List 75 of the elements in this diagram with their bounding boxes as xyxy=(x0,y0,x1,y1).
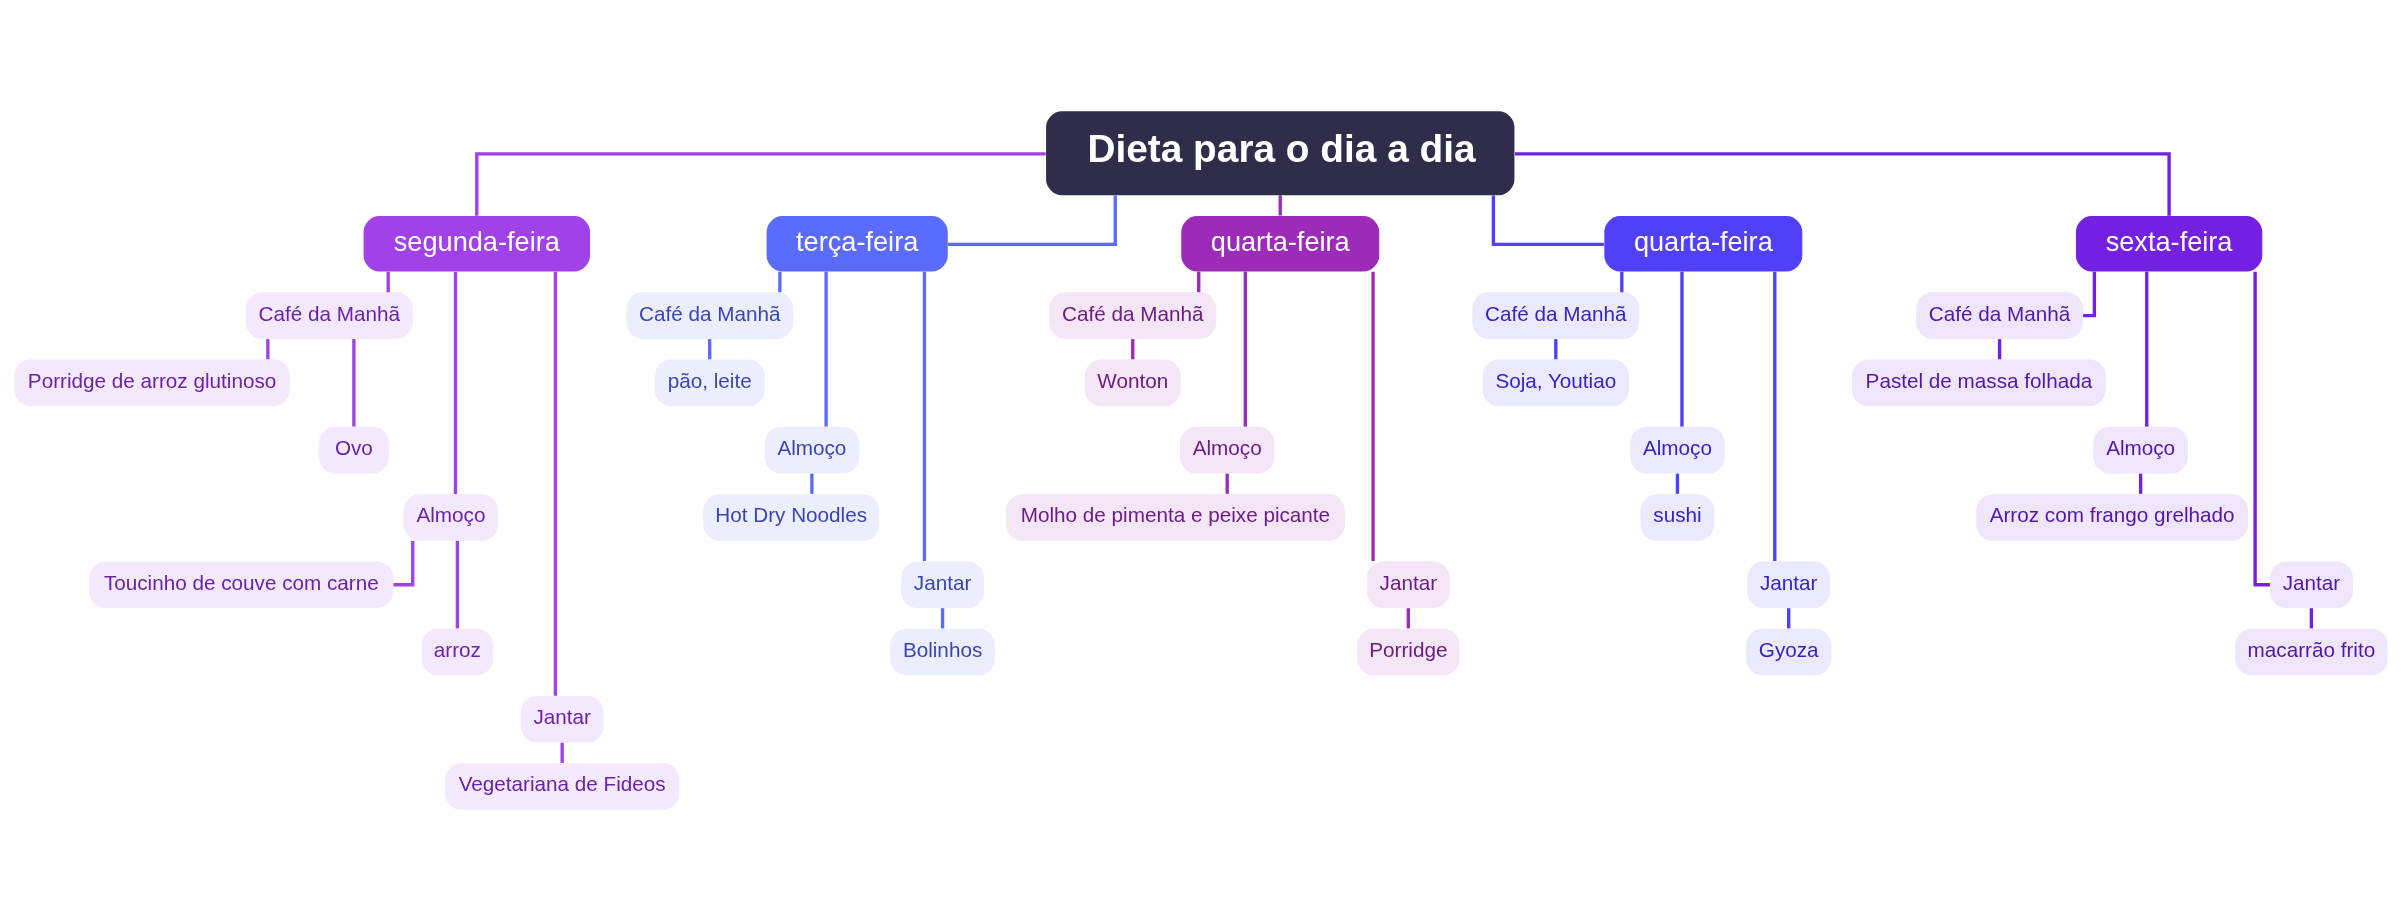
connector xyxy=(1680,271,1684,427)
connector xyxy=(1371,271,1375,562)
connector xyxy=(453,272,458,495)
node-box: Café da Manhã xyxy=(1916,292,2084,339)
node-box: Jantar xyxy=(1366,561,1450,608)
connector xyxy=(778,271,782,293)
connector xyxy=(1620,271,1624,293)
node-box: Café da Manhã xyxy=(1472,292,1640,339)
node-box: Arroz com frango grelhado xyxy=(1976,494,2248,541)
node-box: pão, leite xyxy=(654,359,765,407)
node-box: Hot Dry Noodles xyxy=(703,494,880,541)
connector xyxy=(2309,608,2314,629)
node-box: macarrão frito xyxy=(2235,628,2388,676)
node-box: Wonton xyxy=(1084,359,1181,407)
connector xyxy=(2083,271,2097,318)
connector xyxy=(1514,152,2171,216)
connector xyxy=(2138,473,2143,494)
connector xyxy=(824,271,828,427)
node-box: segunda-feira xyxy=(363,215,590,272)
node-box: Porridge de arroz glutinoso xyxy=(14,359,290,407)
connector xyxy=(810,473,814,494)
node-box: sexta-feira xyxy=(2075,215,2263,272)
node-box: Gyoza xyxy=(1746,628,1832,676)
node-box: Porridge xyxy=(1357,628,1460,676)
node-box: Almoço xyxy=(1630,426,1725,474)
node-box: terça-feira xyxy=(766,215,948,272)
node-box: Toucinho de couve com carne xyxy=(89,561,394,608)
node-box: Almoço xyxy=(2093,426,2188,474)
node-box: Jantar xyxy=(1747,561,1831,608)
node-box: sushi xyxy=(1640,494,1715,541)
node-box: Ovo xyxy=(318,426,389,474)
node-box: Pastel de massa folhada xyxy=(1852,359,2106,407)
connector xyxy=(947,195,1117,247)
connector xyxy=(386,271,390,293)
connector xyxy=(1554,339,1558,360)
connector xyxy=(553,271,558,696)
connector xyxy=(922,271,927,562)
connector xyxy=(266,339,270,360)
node-box: quarta-feira xyxy=(1181,215,1380,272)
connector xyxy=(352,339,356,427)
node-box: Almoço xyxy=(764,426,860,474)
connector xyxy=(560,742,564,763)
node-box: Café da Manhã xyxy=(1049,292,1217,339)
node-box: Bolinhos xyxy=(890,628,995,676)
connector xyxy=(1278,195,1282,216)
connector xyxy=(1773,271,1777,562)
connector xyxy=(1225,473,1229,494)
node-box: Almoço xyxy=(1180,426,1275,474)
connector xyxy=(1491,195,1604,247)
node-box: Jantar xyxy=(2270,561,2353,608)
node-box: Café da Manhã xyxy=(245,292,413,339)
connector xyxy=(708,339,712,360)
node-box: arroz xyxy=(421,628,493,676)
node-box: Café da Manhã xyxy=(626,292,794,339)
connector xyxy=(2253,271,2270,587)
node-box: Vegetariana de Fideos xyxy=(445,763,680,810)
connector xyxy=(1243,271,1247,427)
node-box: Molho de pimenta e peixe picante xyxy=(1005,494,1345,541)
node-box: Soja, Youtiao xyxy=(1482,359,1629,407)
connector xyxy=(1197,271,1201,293)
connector xyxy=(455,540,460,629)
node-box: Jantar xyxy=(520,695,604,743)
node-box: Almoço xyxy=(403,494,499,541)
connector xyxy=(1675,473,1680,494)
connector xyxy=(1406,608,1410,629)
connector xyxy=(475,152,1046,216)
connector xyxy=(1787,608,1791,629)
connector xyxy=(940,608,945,629)
connector xyxy=(2145,271,2149,427)
node-box: Dieta para o dia a dia xyxy=(1046,111,1515,196)
node-box: quarta-feira xyxy=(1604,215,1803,272)
connector xyxy=(1997,339,2002,360)
connector xyxy=(1131,339,1135,360)
connector xyxy=(393,540,415,587)
node-box: Jantar xyxy=(901,561,984,608)
